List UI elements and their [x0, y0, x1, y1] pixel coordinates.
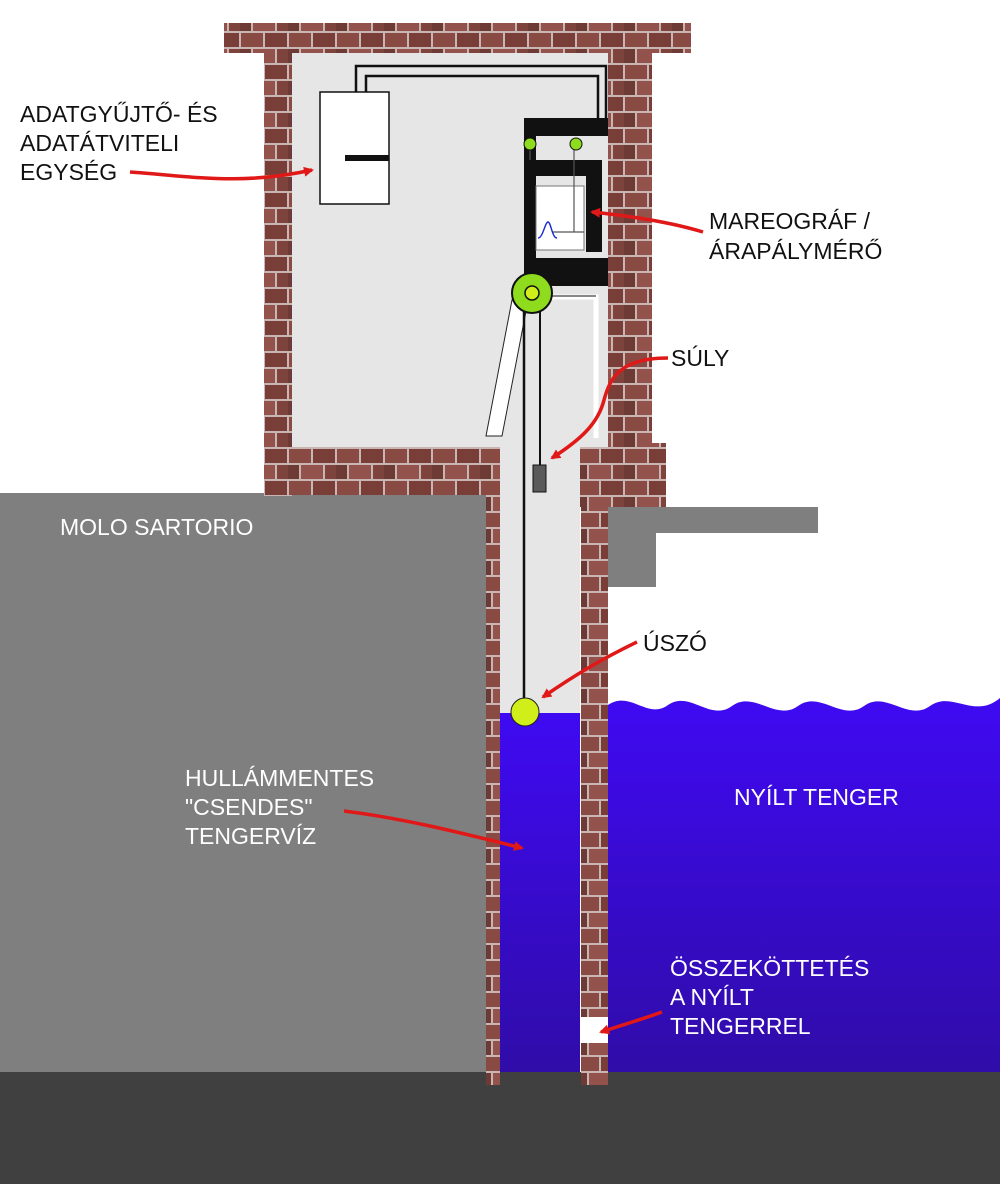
data-unit-slot — [345, 155, 389, 161]
well-wall-right-lower — [581, 1043, 608, 1085]
counterweight-icon — [532, 464, 547, 493]
data-unit-box — [319, 91, 390, 205]
red-arrow-icon — [129, 166, 314, 181]
data-unit-label: ADATGYŰJTŐ- ÉS ADATÁTVITELI EGYSÉG — [20, 101, 224, 185]
red-arrow-icon — [599, 1010, 663, 1035]
red-arrow-icon — [541, 640, 638, 699]
open-sea-water — [608, 698, 1000, 1072]
cable — [354, 64, 608, 118]
right-wall — [608, 50, 652, 446]
calm-water-label: HULLÁMMENTES "CSENDES" TENGERVÍZ — [185, 765, 381, 849]
well-wall-left — [486, 495, 500, 1085]
open-sea-label: NYÍLT TENGER — [734, 784, 899, 810]
ground — [0, 1072, 1000, 1184]
well-wall-right-upper — [581, 505, 608, 1017]
weight-label: SÚLY — [671, 345, 729, 371]
quay-slab — [608, 507, 818, 587]
red-arrow-icon — [343, 809, 524, 851]
cable — [364, 74, 600, 118]
mareograph-label: MAREOGRÁF / ÁRAPÁLYMÉRŐ — [709, 208, 882, 264]
support-frame — [548, 294, 599, 438]
red-arrow-icon — [550, 356, 669, 460]
left-wall — [264, 50, 292, 496]
pier-block — [0, 493, 486, 1072]
pier-label: MOLO SARTORIO — [60, 514, 253, 540]
pulley-hub — [524, 285, 540, 301]
floor-right — [580, 443, 666, 507]
float-label: ÚSZÓ — [643, 630, 707, 656]
pulley-icon — [523, 137, 537, 151]
red-arrow-icon — [590, 207, 704, 234]
float-ball-icon — [510, 697, 540, 727]
pulley-icon — [569, 137, 583, 151]
roof-cap — [224, 23, 691, 53]
stilling-well-water — [500, 713, 580, 1072]
connection-label: ÖSSZEKÖTTETÉS A NYÍLT TENGERREL — [670, 955, 876, 1039]
floor-left — [264, 447, 500, 495]
